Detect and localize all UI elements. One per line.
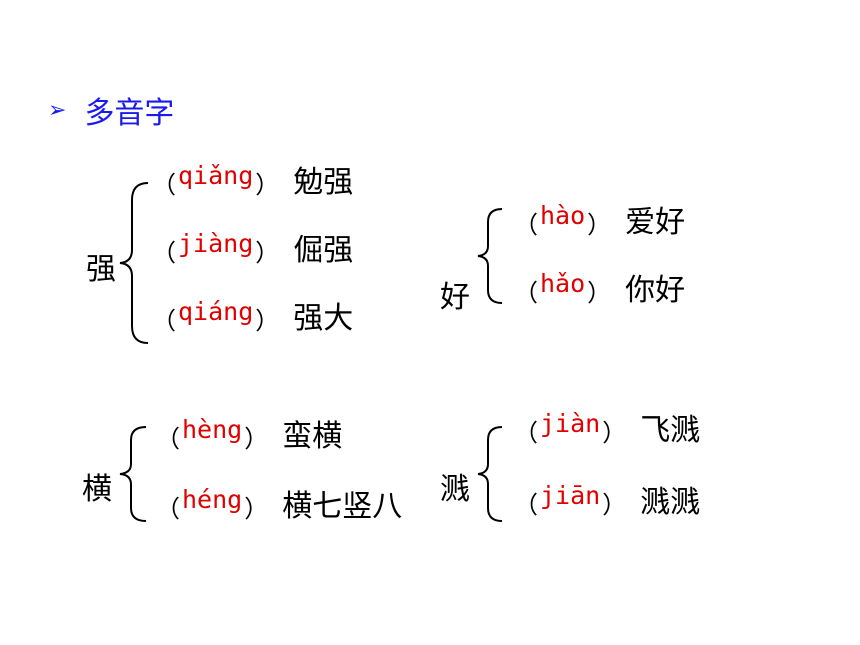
pinyin: hǎo bbox=[540, 269, 586, 298]
word: 强大 bbox=[293, 301, 354, 336]
word: 你好 bbox=[625, 273, 686, 308]
pinyin: hèng bbox=[182, 415, 243, 444]
word: 爱好 bbox=[625, 205, 686, 240]
word: 溅溅 bbox=[640, 485, 701, 520]
pinyin: qiáng bbox=[178, 297, 254, 326]
group-char: 溅 bbox=[440, 472, 470, 507]
pinyin: jiàn bbox=[540, 409, 601, 438]
brace-icon bbox=[119, 182, 149, 344]
word: 蛮横 bbox=[282, 419, 343, 454]
entry-row: （hèng）蛮横 bbox=[156, 415, 343, 454]
section-heading: ➢ 多音字 bbox=[48, 88, 174, 132]
group-char: 强 bbox=[86, 252, 116, 287]
word: 勉强 bbox=[293, 165, 354, 200]
entry-row: （héng）横七竖八 bbox=[156, 485, 403, 524]
brace-icon bbox=[477, 426, 503, 522]
heading-title: 多音字 bbox=[84, 96, 175, 131]
word: 倔强 bbox=[293, 233, 354, 268]
arrow-bullet-icon: ➢ bbox=[48, 97, 67, 123]
entry-row: （qiǎng）勉强 bbox=[152, 161, 354, 200]
brace-icon bbox=[119, 426, 147, 522]
entry-row: （hào）爱好 bbox=[514, 201, 686, 240]
entry-row: （jiān）溅溅 bbox=[514, 481, 701, 520]
pinyin: qiǎng bbox=[178, 161, 254, 190]
group-char: 好 bbox=[440, 280, 470, 315]
brace-icon bbox=[477, 208, 503, 304]
group-char: 横 bbox=[82, 472, 112, 507]
pinyin: jiān bbox=[540, 481, 601, 510]
word: 飞溅 bbox=[640, 413, 701, 448]
pinyin: héng bbox=[182, 485, 243, 514]
entry-row: （qiáng）强大 bbox=[152, 297, 354, 336]
pinyin: jiàng bbox=[178, 229, 254, 258]
entry-row: （jiàng）倔强 bbox=[152, 229, 354, 268]
entry-row: （jiàn）飞溅 bbox=[514, 409, 701, 448]
entry-row: （hǎo）你好 bbox=[514, 269, 686, 308]
word: 横七竖八 bbox=[282, 489, 403, 524]
pinyin: hào bbox=[540, 201, 586, 230]
